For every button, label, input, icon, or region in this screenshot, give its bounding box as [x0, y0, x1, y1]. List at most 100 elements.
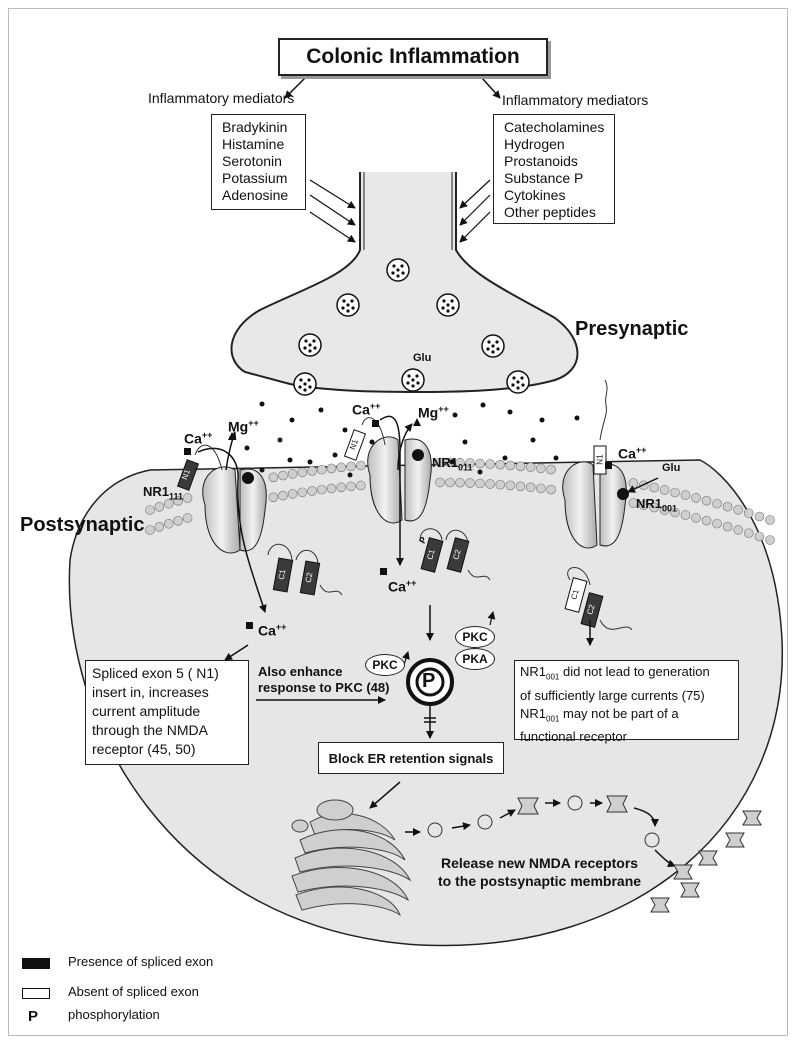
membrane-bead: [326, 483, 337, 494]
block-er-box: Block ER retention signals: [318, 742, 504, 774]
glutamate-dot: [244, 445, 250, 451]
glutamate-dot: [259, 401, 265, 407]
glutamate-dot: [477, 469, 483, 475]
legend-swatch-filled: [22, 958, 50, 969]
membrane-bead: [278, 470, 288, 481]
membrane-bead: [638, 500, 649, 511]
membrane-bead: [465, 458, 475, 468]
membrane-bead: [670, 507, 680, 518]
receptor-label-111: NR1111: [143, 484, 184, 502]
membrane-bead: [765, 515, 775, 525]
ca-ion-label: Ca++: [618, 445, 647, 462]
glutamate-dot: [259, 467, 265, 473]
glutamate-dot: [462, 439, 468, 445]
mediator-item: Other peptides: [504, 204, 596, 220]
ca-ion-label: Ca++: [352, 401, 381, 418]
glutamate-dot: [530, 437, 536, 443]
membrane-bead: [163, 518, 174, 529]
membrane-bead: [154, 522, 165, 532]
membrane-bead: [485, 479, 495, 489]
membrane-bead: [659, 485, 670, 495]
membrane-bead: [743, 528, 754, 538]
mediator-item: Adenosine: [222, 187, 289, 203]
ca-marker: [605, 462, 612, 469]
membrane-bead: [722, 521, 733, 532]
ca-ion-label: Ca++: [388, 578, 417, 595]
exon-label-n1: N1: [595, 454, 605, 465]
membrane-beads: [145, 457, 775, 545]
legend-swatch-empty: [22, 988, 50, 999]
glutamate-dot: [502, 455, 508, 461]
glu-label: Glu: [413, 352, 432, 364]
membrane-bead: [297, 467, 308, 478]
membrane-bead: [346, 461, 356, 472]
membrane-bead: [670, 487, 680, 498]
membrane-bead: [743, 508, 754, 518]
pkc-left-oval: PKC: [365, 654, 405, 676]
exon-label-c1: C1: [276, 568, 288, 581]
title: Colonic Inflammation: [306, 45, 520, 68]
membrane-bead: [680, 510, 691, 520]
membrane-bead: [701, 495, 712, 506]
membrane-bead: [485, 459, 495, 469]
ca-marker: [184, 448, 191, 455]
membrane-bead: [278, 490, 288, 501]
membrane-bead: [145, 505, 155, 515]
glutamate-dot: [347, 472, 353, 478]
membrane-bead: [316, 464, 327, 475]
membrane-bead: [356, 460, 366, 471]
membrane-bead: [546, 484, 556, 495]
mediator-item: Histamine: [222, 136, 285, 152]
membrane-bead: [765, 535, 775, 545]
mediator-item: Potassium: [222, 170, 288, 186]
membrane-bead: [691, 513, 701, 523]
glutamate-dot: [507, 409, 513, 415]
ca-marker: [246, 622, 253, 629]
membrane-bead: [754, 531, 765, 542]
membrane-bead: [515, 461, 526, 472]
membrane-bead: [326, 463, 337, 474]
receptor-label-001: NR1001: [636, 496, 678, 514]
membrane-bead: [680, 490, 691, 500]
membrane-bead: [505, 460, 516, 471]
membrane-bead: [701, 515, 712, 526]
title-box: Colonic Inflammation: [278, 38, 548, 76]
membrane-bead: [722, 501, 733, 512]
receptor-middle: [367, 436, 432, 524]
membrane-bead: [316, 484, 327, 495]
release-text: Release new NMDA receptors to the postsy…: [438, 855, 642, 889]
mediator-item: Prostanoids: [504, 153, 578, 169]
glutamate-dot: [289, 417, 295, 423]
presynaptic-label: Presynaptic: [575, 318, 689, 340]
figure-frame: [8, 8, 788, 1036]
vesicles: [293, 258, 530, 396]
mg-marker: [228, 432, 236, 440]
membrane-bead: [173, 496, 183, 506]
ca-ion-label: Ca++: [258, 622, 287, 639]
membrane-bead: [495, 459, 506, 470]
membrane-bead: [649, 502, 659, 513]
membrane-bead: [287, 489, 298, 499]
glutamate-dot: [553, 455, 559, 461]
legend-p-symbol: P: [28, 1008, 39, 1025]
glutamate-dot: [318, 407, 324, 413]
membrane-bead: [628, 498, 639, 508]
membrane-bead: [733, 505, 743, 515]
membrane-bead: [515, 481, 526, 492]
mediator-item: Hydrogen: [504, 136, 565, 152]
glutamate-dot: [369, 439, 375, 445]
membrane-bead: [268, 472, 279, 483]
mediators-left-box: Bradykinin Histamine Serotonin Potassium…: [211, 114, 306, 210]
postsynaptic-label: Postsynaptic: [20, 514, 145, 536]
membrane-bead: [336, 462, 347, 473]
mediators-left-heading: Inflammatory mediators: [148, 90, 295, 106]
membrane-bead: [455, 457, 465, 468]
membrane-bead: [465, 478, 475, 488]
spliced-exon-note: Spliced exon 5 ( N1) insert in, increase…: [85, 660, 249, 765]
membrane-bead: [307, 466, 317, 476]
pka-oval: PKA: [455, 648, 495, 670]
membrane-bead: [649, 482, 659, 493]
mg-ion-label: Mg++: [418, 404, 449, 421]
